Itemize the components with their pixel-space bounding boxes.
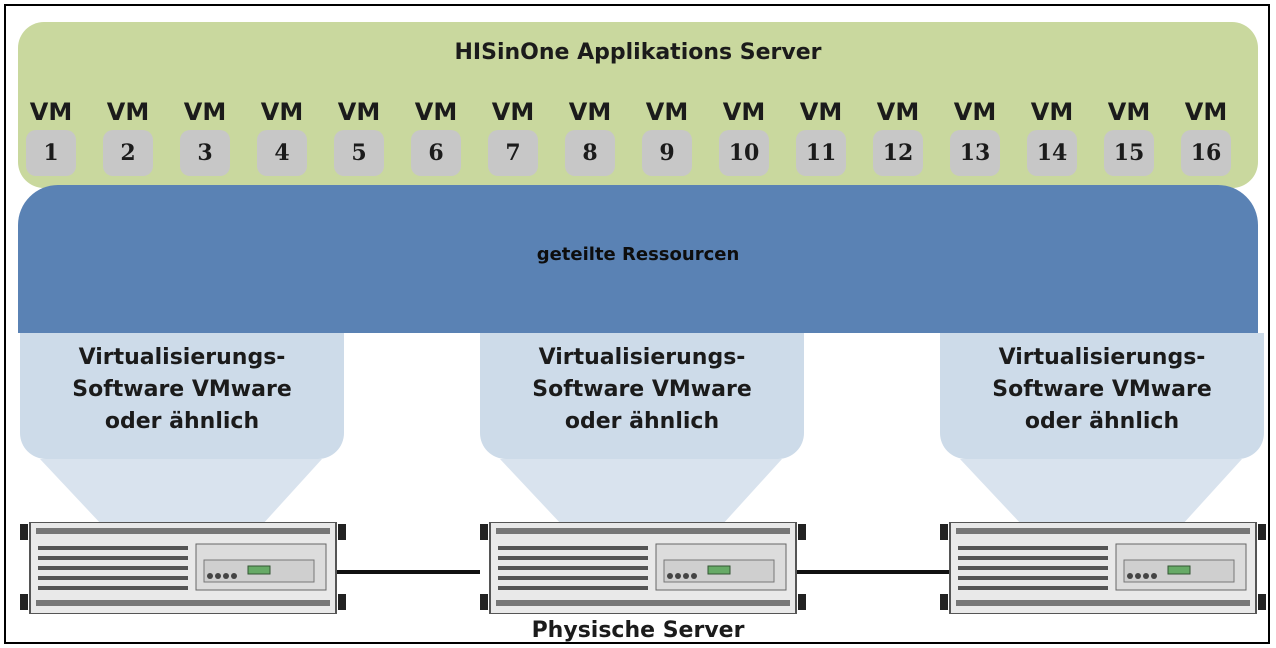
virtualization-box-3 [940, 333, 1264, 459]
physical-server-3 [940, 522, 1266, 614]
vm-label: VM [183, 98, 227, 126]
virtualization-line: Virtualisierungs- [538, 345, 746, 370]
vm-label: VM [799, 98, 843, 126]
shared-resources-panel [18, 185, 1258, 333]
vm-16: VM 16 [1177, 92, 1235, 178]
vm-number: 14 [1036, 140, 1068, 166]
vm-10: VM 10 [715, 92, 773, 178]
vm-number: 5 [351, 140, 367, 166]
virtualization-line: Virtualisierungs- [998, 345, 1206, 370]
vm-2: VM 2 [99, 92, 157, 178]
virtualization-line: oder ähnlich [104, 409, 260, 434]
vm-label: VM [106, 98, 150, 126]
shared-resources-label: geteilte Ressourcen [536, 244, 740, 265]
network-cable-1 [330, 570, 480, 574]
virtualization-line: Software VMware [72, 377, 292, 402]
vm-5: VM 5 [330, 92, 388, 178]
vm-label: VM [337, 98, 381, 126]
physical-server-2 [480, 522, 806, 614]
vm-number: 9 [659, 140, 675, 166]
vm-number: 10 [728, 140, 760, 166]
application-server-title: HISinOne Applikations Server [454, 40, 822, 65]
vm-number: 11 [805, 140, 837, 166]
vm-number: 13 [959, 140, 991, 166]
vm-8: VM 8 [561, 92, 619, 178]
vm-number: 1 [43, 140, 59, 166]
physical-servers-label: Physische Server [531, 618, 745, 643]
vm-label: VM [260, 98, 304, 126]
server-icon [20, 522, 346, 614]
vm-12: VM 12 [869, 92, 927, 178]
vm-9: VM 9 [638, 92, 696, 178]
vm-label: VM [645, 98, 689, 126]
vm-number: 7 [505, 140, 521, 166]
vm-4: VM 4 [253, 92, 311, 178]
virtualization-box-2 [480, 333, 804, 459]
vm-number: 12 [882, 140, 914, 166]
vm-label: VM [876, 98, 920, 126]
network-cable-2 [790, 570, 950, 574]
vm-15: VM 15 [1100, 92, 1158, 178]
vm-number: 2 [120, 140, 136, 166]
vm-11: VM 11 [792, 92, 850, 178]
vm-label: VM [414, 98, 458, 126]
vm-row: VM 1 VM 2 VM 3 VM 4 VM 5 VM 6 VM 7 VM 8 VM 9 VM 10… [22, 92, 1256, 180]
vm-label: VM [1184, 98, 1228, 126]
vm-3: VM 3 [176, 92, 234, 178]
virtualization-line: Software VMware [532, 377, 752, 402]
vm-label: VM [1107, 98, 1151, 126]
vm-13: VM 13 [946, 92, 1004, 178]
virtualization-text-1: Virtualisierungs- Software VMware oder ä… [20, 342, 344, 438]
vm-label: VM [953, 98, 997, 126]
vm-number: 3 [197, 140, 213, 166]
vm-number: 6 [428, 140, 444, 166]
vm-number: 16 [1190, 140, 1222, 166]
virtualization-text-2: Virtualisierungs- Software VMware oder ä… [480, 342, 804, 438]
vm-6: VM 6 [407, 92, 465, 178]
diagram-frame [4, 4, 1270, 644]
vm-label: VM [491, 98, 535, 126]
vm-number: 4 [274, 140, 290, 166]
vm-label: VM [568, 98, 612, 126]
vm-label: VM [29, 98, 73, 126]
vm-number: 8 [582, 140, 598, 166]
vm-7: VM 7 [484, 92, 542, 178]
physical-server-1 [20, 522, 346, 614]
virtualization-line: Software VMware [992, 377, 1212, 402]
server-icon [480, 522, 806, 614]
virtualization-line: oder ähnlich [1024, 409, 1180, 434]
vm-14: VM 14 [1023, 92, 1081, 178]
virtualization-box-1 [20, 333, 344, 459]
virtualization-line: Virtualisierungs- [78, 345, 286, 370]
vm-number: 15 [1113, 140, 1145, 166]
vm-1: VM 1 [22, 92, 80, 178]
virtualization-line: oder ähnlich [564, 409, 720, 434]
virtualization-text-3: Virtualisierungs- Software VMware oder ä… [940, 342, 1264, 438]
vm-label: VM [722, 98, 766, 126]
vm-label: VM [1030, 98, 1074, 126]
server-icon [940, 522, 1266, 614]
